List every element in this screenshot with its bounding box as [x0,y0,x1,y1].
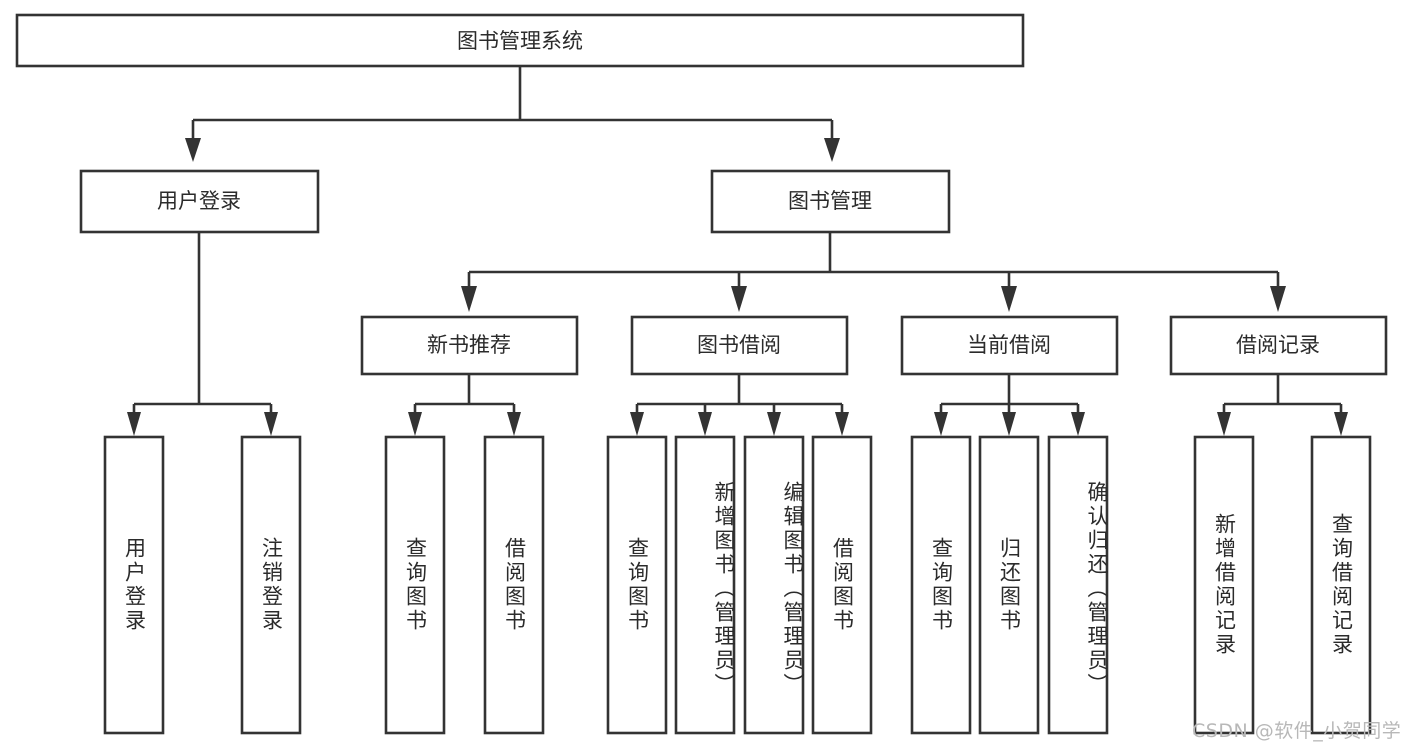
arrow-bm-to-new-book-rec [461,286,477,312]
node-leaf-query-book-rec-box[interactable] [384,435,446,735]
arrow-root-to-book-manage [824,138,840,162]
arrow-br-leaf-1 [1217,412,1231,436]
node-leaf-query-record-box[interactable] [1310,435,1372,735]
arrow-bb-leaf-3 [767,412,781,436]
arrow-bm-to-current-borrow [1001,286,1017,312]
node-leaf-return-book-box[interactable] [978,435,1040,735]
arrow-user-login-leaf-2 [264,412,278,436]
node-leaf-borrow-book-rec-box[interactable] [483,435,545,735]
node-leaf-query-book-borrow-box[interactable] [606,435,668,735]
node-book-borrow-box[interactable] [630,315,849,376]
csdn-watermark: CSDN @软件_小贺同学 [1192,720,1402,742]
arrow-cb-leaf-1 [934,412,948,436]
arrow-bb-leaf-4 [835,412,849,436]
arrow-user-login-leaf-1 [127,412,141,436]
node-leaf-query-book-cur-box[interactable] [910,435,972,735]
node-leaf-add-record-box[interactable] [1193,435,1255,735]
node-book-borrow-label: 图书借阅 [697,333,781,357]
arrow-bm-to-book-borrow [731,286,747,312]
arrow-bb-leaf-1 [630,412,644,436]
node-leaf-edit-book-box[interactable] [743,435,805,735]
arrow-root-to-user-login [185,138,201,162]
arrow-br-leaf-2 [1334,412,1348,436]
node-borrow-record-label: 借阅记录 [1236,333,1320,357]
arrow-nbr-leaf-2 [507,412,521,436]
arrow-cb-leaf-2 [1002,412,1016,436]
node-leaf-add-book-box[interactable] [674,435,736,735]
node-leaf-logout-box[interactable] [240,435,302,735]
node-borrow-record-box[interactable] [1169,315,1388,376]
node-current-borrow-box[interactable] [900,315,1119,376]
node-book-manage-box[interactable] [710,169,951,234]
arrow-bm-to-borrow-record [1270,286,1286,312]
arrow-bb-leaf-2 [698,412,712,436]
node-root-box[interactable] [15,13,1025,68]
node-new-book-rec-box[interactable] [360,315,579,376]
node-leaf-user-login-box[interactable] [103,435,165,735]
node-root-label: 图书管理系统 [457,29,583,53]
node-new-book-rec-label: 新书推荐 [427,333,511,357]
arrow-cb-leaf-3 [1071,412,1085,436]
node-leaf-borrow-book-box[interactable] [811,435,873,735]
node-current-borrow-label: 当前借阅 [967,333,1051,357]
node-user-login-label: 用户登录 [157,189,241,213]
node-book-manage-label: 图书管理 [788,189,872,213]
arrow-nbr-leaf-1 [408,412,422,436]
node-leaf-confirm-return-box[interactable] [1047,435,1109,735]
